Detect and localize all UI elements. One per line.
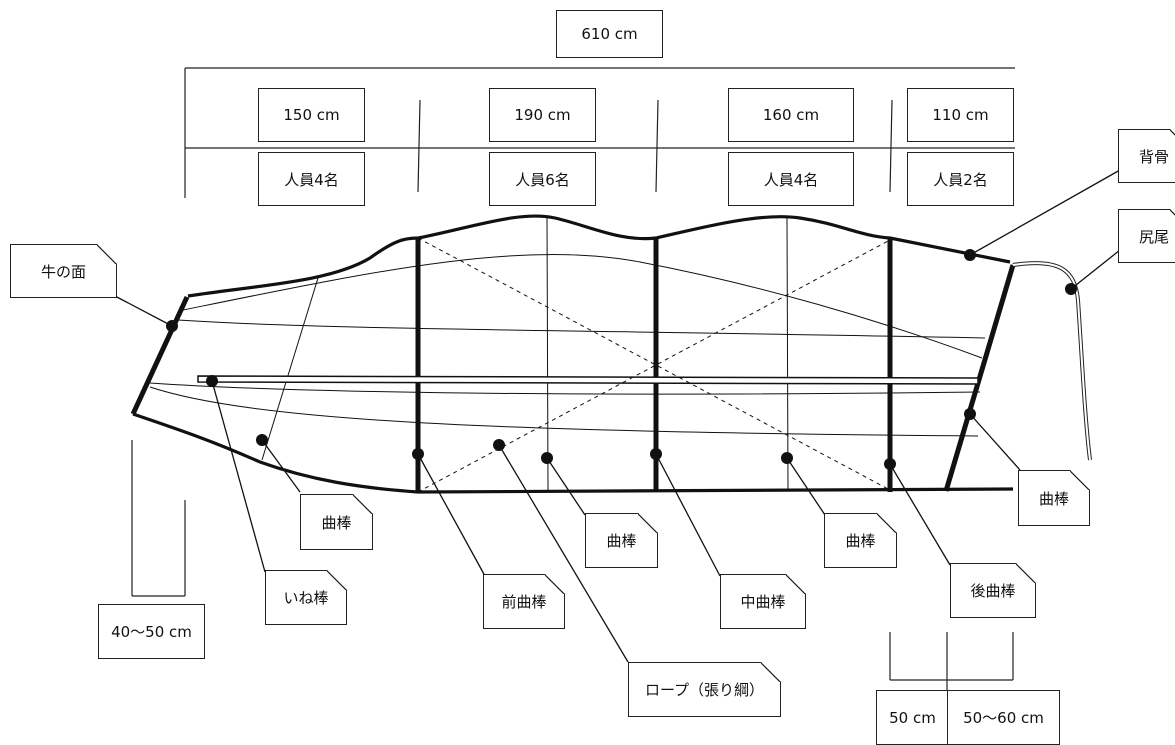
section-1-crew: 人員4名 [258,152,365,206]
curved-rod-label-mid: 曲棒 [585,513,658,568]
rear-curved-rod-label: 後曲棒 [950,563,1036,618]
marker-dots [166,249,1077,470]
back-outline [187,214,1011,298]
section-4-length: 110 cm [907,88,1014,142]
curved-rod-label-rear: 曲棒 [824,513,897,568]
head-height-box: 40〜50 cm [98,604,205,659]
face-label: 牛の面 [10,244,117,298]
section-4-crew: 人員2名 [907,152,1014,206]
ine-rod-label: いね棒 [265,570,347,625]
rear-board [943,264,1016,492]
section-3-crew: 人員4名 [728,152,854,206]
tail-right-box: 50〜60 cm [947,690,1060,745]
section-2-length: 190 cm [489,88,596,142]
center-curved-rod-label: 中曲棒 [720,574,806,629]
section-3-length: 160 cm [728,88,854,142]
tail-label: 尻尾 [1118,209,1175,263]
tail-left-box: 50 cm [876,690,948,745]
body-frame [130,214,1092,494]
section-1-length: 150 cm [258,88,365,142]
total-length-box: 610 cm [556,10,663,58]
section-2-crew: 人員6名 [489,152,596,206]
face-board [130,295,190,416]
tail-rope [1012,261,1092,461]
curved-rod-label-back: 曲棒 [1018,470,1090,526]
belly-outline [132,412,1014,494]
backbone-label: 背骨 [1118,129,1175,183]
rope-label: ロープ（張り綱） [628,662,781,717]
leader-lines [114,169,1121,663]
dimension-lines [131,67,1015,745]
front-curved-rod-label: 前曲棒 [483,574,565,629]
